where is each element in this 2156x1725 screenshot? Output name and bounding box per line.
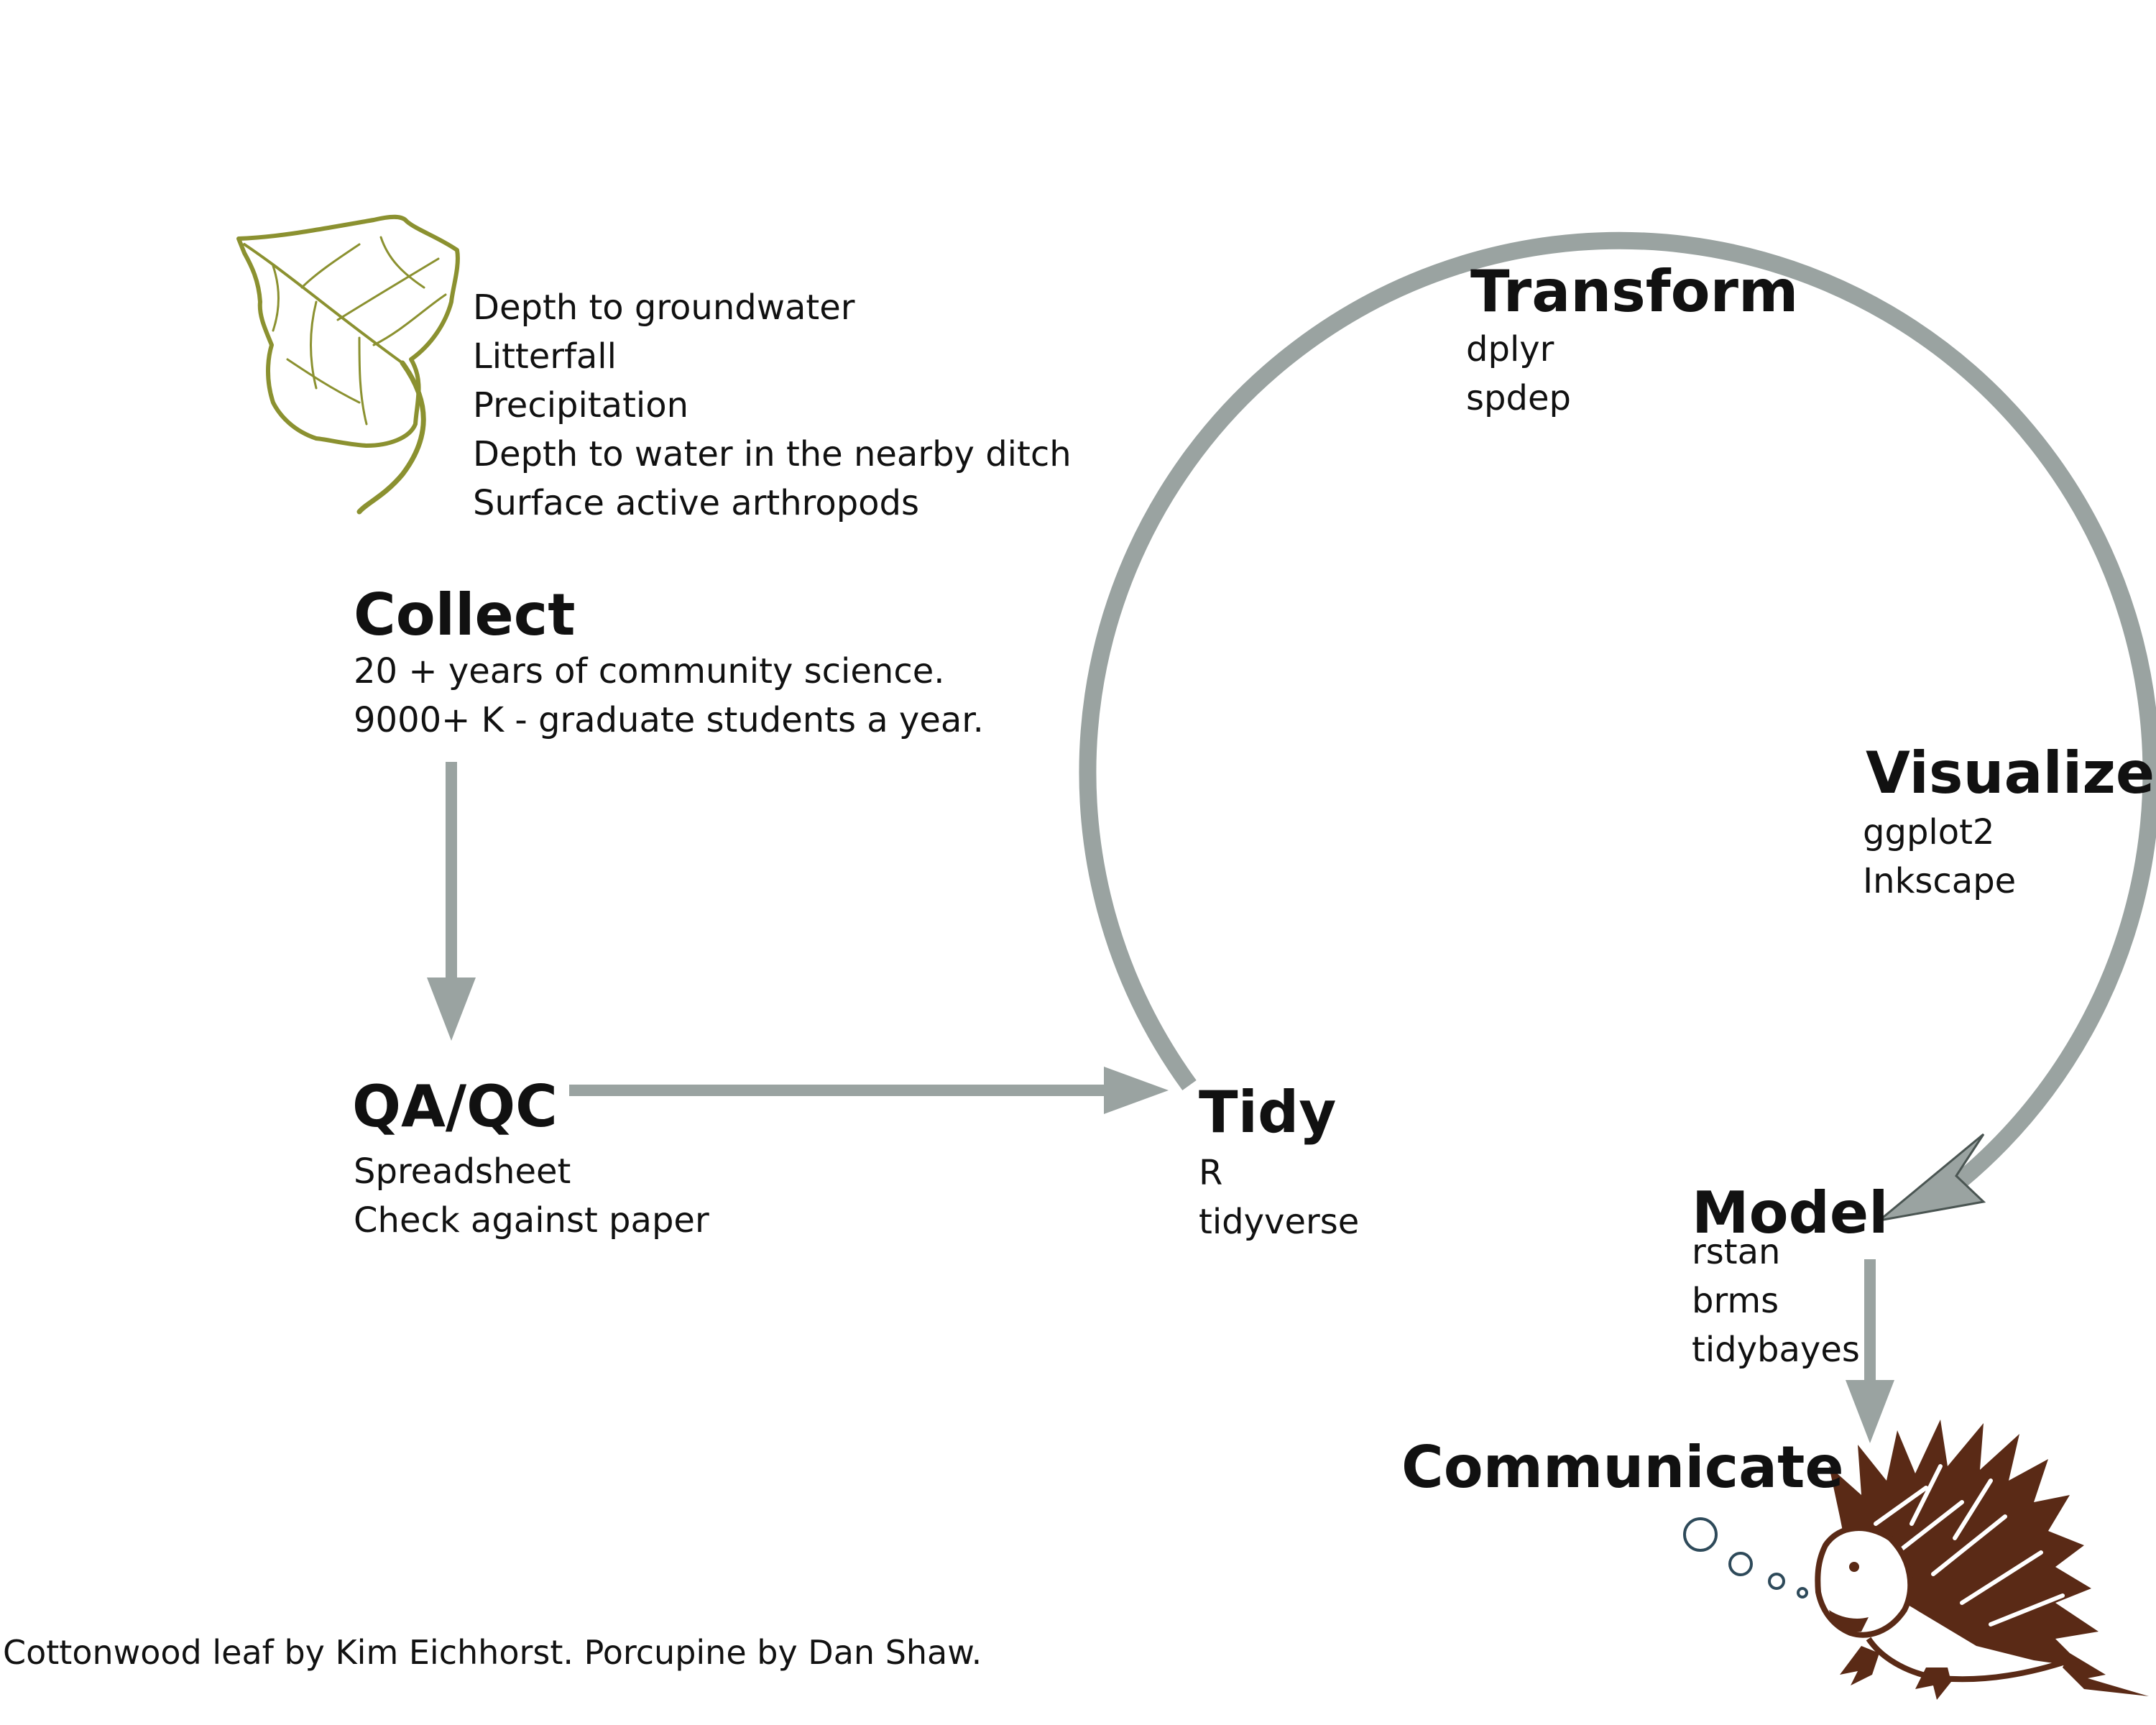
qaqc-line: Check against paper [354, 1200, 709, 1241]
qaqc-title: QA/QC [352, 1073, 558, 1140]
cottonwood-leaf-icon [236, 214, 460, 515]
leaf-item: Depth to water in the nearby ditch [473, 434, 1072, 474]
leaf-measurements-list: Depth to groundwater Litterfall Precipit… [473, 283, 1072, 528]
arrowhead-model-to-communicate [1846, 1380, 1894, 1443]
model-title: Model [1692, 1179, 1889, 1246]
leaf-item: Depth to groundwater [473, 288, 855, 328]
qaqc-details: Spreadsheet Check against paper [354, 1147, 709, 1245]
tidy-line: tidyverse [1199, 1202, 1360, 1242]
collect-details: 20 + years of community science. 9000+ K… [354, 647, 984, 745]
transform-line: spdep [1466, 378, 1571, 418]
leaf-item: Precipitation [473, 385, 689, 426]
cycle-arrowhead [1875, 1133, 1986, 1223]
leaf-item: Surface active arthropods [473, 483, 920, 523]
arrowhead-collect-to-qaqc [427, 978, 476, 1041]
visualize-line: Inkscape [1863, 861, 2017, 901]
tidy-details: R tidyverse [1199, 1149, 1359, 1246]
transform-details: dplyr spdep [1466, 325, 1571, 423]
leaf-item: Litterfall [473, 336, 617, 377]
model-line: rstan [1692, 1232, 1781, 1272]
collect-title: Collect [354, 581, 576, 648]
model-line: brms [1692, 1281, 1779, 1321]
model-details: rstan brms tidybayes [1692, 1228, 1860, 1374]
communicate-title: Communicate [1401, 1434, 1844, 1501]
collect-line: 20 + years of community science. [354, 651, 945, 691]
visualize-line: ggplot2 [1863, 812, 1995, 852]
visualize-title: Visualize [1866, 740, 2155, 806]
cycle-arc [1079, 231, 2156, 1190]
transform-title: Transform [1470, 258, 1799, 325]
tidy-title: Tidy [1199, 1079, 1337, 1146]
porcupine-icon [1815, 1420, 2149, 1700]
visualize-details: ggplot2 Inkscape [1863, 808, 2016, 906]
qaqc-line: Spreadsheet [354, 1151, 571, 1192]
image-credit: Cottonwood leaf by Kim Eichhorst. Porcup… [3, 1633, 982, 1672]
tidy-line: R [1199, 1153, 1223, 1193]
model-line: tidybayes [1692, 1330, 1860, 1370]
thought-bubbles-icon [1683, 1517, 1808, 1598]
collect-line: 9000+ K - graduate students a year. [354, 700, 984, 740]
transform-line: dplyr [1466, 329, 1554, 369]
arrowhead-qaqc-to-tidy [1104, 1067, 1169, 1114]
